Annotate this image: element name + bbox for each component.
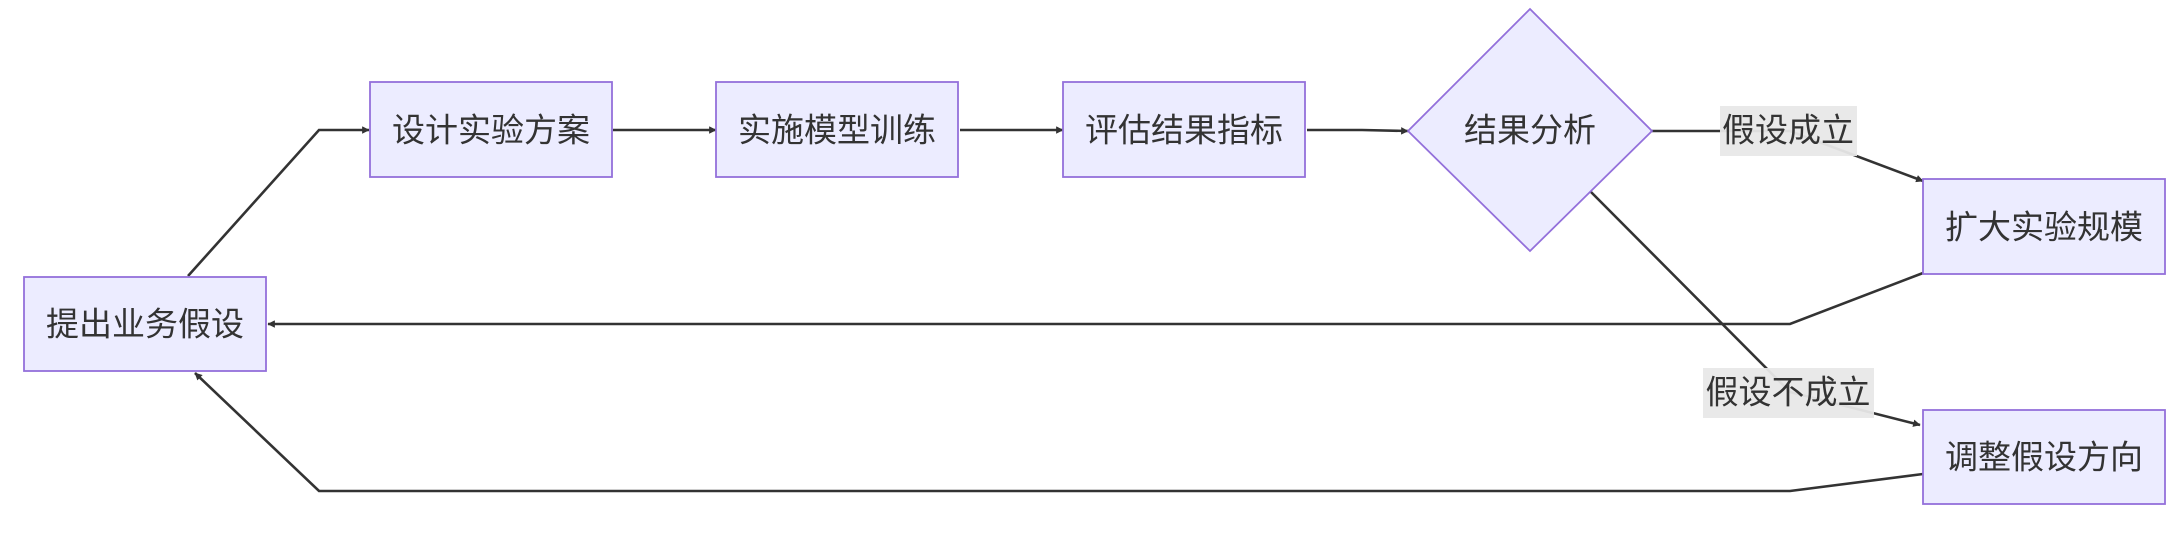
node-analysis-label: 结果分析: [1464, 111, 1596, 150]
node-train-label: 实施模型训练: [738, 111, 936, 150]
node-scale-label: 扩大实验规模: [1945, 208, 2143, 247]
node-adjust-label: 调整假设方向: [1945, 438, 2143, 477]
node-scale[interactable]: 扩大实验规模: [1922, 178, 2166, 275]
edges: [187, 126, 1924, 493]
node-hypothesis[interactable]: 提出业务假设: [23, 276, 267, 372]
edge-label-not-holds: 假设不成立: [1703, 368, 1874, 418]
node-train[interactable]: 实施模型训练: [715, 81, 959, 178]
edge-evaluate-to-analysis: [1307, 127, 1409, 135]
node-evaluate[interactable]: 评估结果指标: [1062, 81, 1306, 178]
edge-label-not-holds-text: 假设不成立: [1706, 373, 1871, 412]
edge-hypothesis-to-design: [187, 126, 370, 277]
node-adjust[interactable]: 调整假设方向: [1922, 409, 2166, 505]
node-design-label: 设计实验方案: [392, 111, 590, 150]
edge-label-holds-text: 假设成立: [1722, 111, 1854, 150]
node-evaluate-label: 评估结果指标: [1085, 111, 1283, 150]
edge-scale-to-hypothesis: [267, 271, 1924, 328]
edge-label-holds: 假设成立: [1720, 106, 1857, 156]
edge-adjust-to-hypothesis: [194, 372, 1924, 493]
node-analysis-decision[interactable]: 结果分析: [1406, 7, 1654, 253]
node-design[interactable]: 设计实验方案: [369, 81, 613, 178]
node-hypothesis-label: 提出业务假设: [46, 305, 244, 344]
